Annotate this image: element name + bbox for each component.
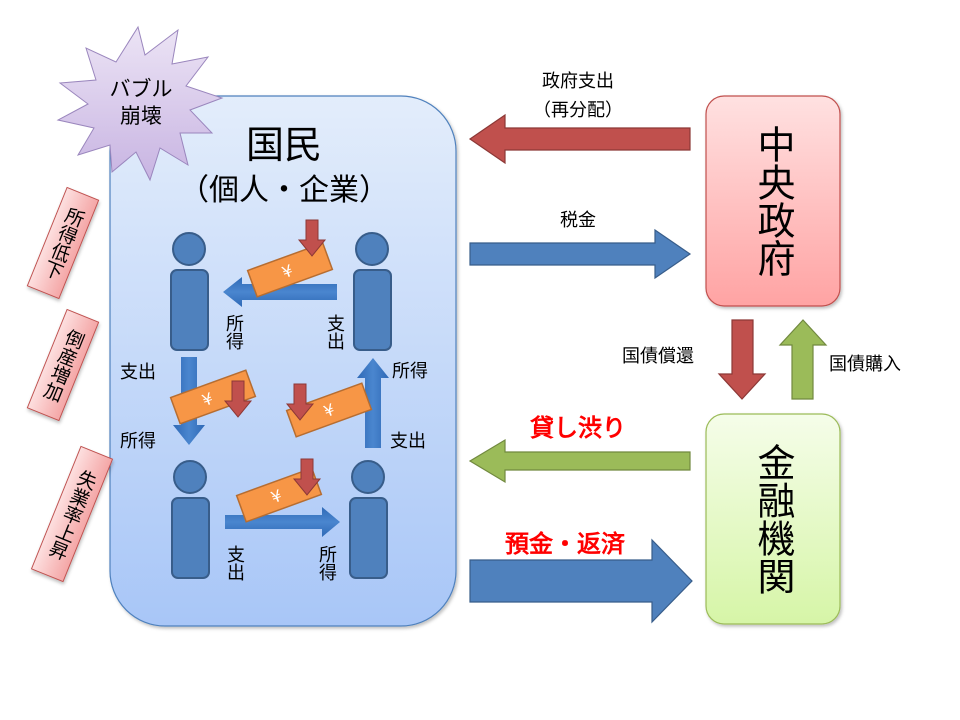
side-note-income-decline: 所得低下 [26,186,100,300]
flow-arrow-top-left [223,277,337,307]
deposit-repayment-label: 預金・返済 [505,530,626,558]
person-top-right [353,232,392,351]
burst-shape [56,25,224,182]
decline-arrow-right [285,383,315,421]
bank-label: 金融機関 [751,443,795,595]
decline-arrow-top [297,219,327,257]
tax-arrow [469,228,692,280]
flow-label-bottom-left: 支出 [224,545,245,581]
decline-arrow-left [223,380,253,418]
yen-note-right: ¥ [285,382,373,438]
side-note-bankruptcy-increase: 倒産増加 [26,308,100,422]
bond-redemption-label: 国債償還 [622,346,694,367]
flow-label-top-left: 所得 [223,314,244,350]
flow-label-left-top: 支出 [120,362,156,383]
side-note-text: 所得低下 [38,203,88,283]
bubble-collapse-burst: バブル 崩壊 [56,25,224,182]
credit-crunch-arrow [468,438,691,484]
person-bottom-left [171,460,210,579]
people-title: 国民 [246,123,322,167]
gov-spending-label-line1: 政府支出 [542,71,614,92]
flow-arrow-bottom [225,507,340,537]
credit-crunch-label: 貸し渋り [530,414,626,442]
decline-arrow-bottom [292,458,322,496]
gov-spending-label-line2: （再分配） [533,100,623,121]
side-note-text: 失業率上昇 [44,465,100,563]
person-bottom-right [349,460,388,579]
person-top-left [170,232,209,351]
government-box [705,95,841,307]
side-note-unemployment-rise: 失業率上昇 [30,445,114,583]
bond-purchase-arrow [778,319,828,400]
bank-box [705,413,841,625]
people-subtitle: （個人・企業） [179,173,389,208]
burst-line2: 崩壊 [120,104,162,128]
yen-note-top: ¥ [246,242,334,298]
bond-purchase-label: 国債購入 [829,354,901,375]
flow-label-left-bottom: 所得 [120,431,156,452]
side-note-text: 倒産増加 [38,325,88,405]
bond-redemption-arrow [717,319,767,400]
flow-label-right-bottom: 支出 [390,431,426,452]
flow-label-bottom-right: 所得 [316,545,337,581]
flow-label-top-right: 支出 [324,314,345,350]
deposit-repayment-arrow [469,538,693,624]
gov-spending-arrow [468,113,691,165]
tax-label: 税金 [560,210,596,231]
flow-arrow-right-up [357,358,389,448]
flow-label-right-top: 所得 [392,361,428,382]
government-label: 中央政府 [751,125,795,277]
burst-line1: バブル [110,77,173,101]
